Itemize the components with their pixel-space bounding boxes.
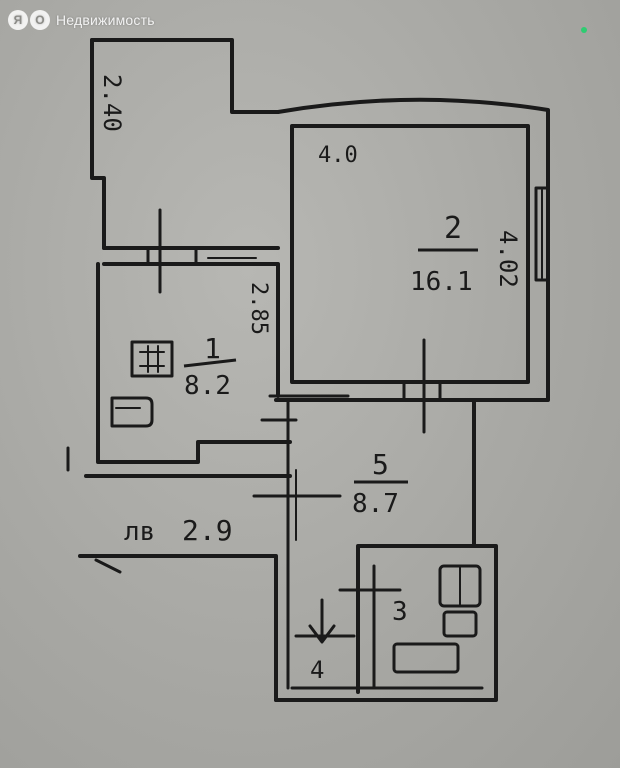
logo-letter-ya: Я — [8, 10, 28, 30]
dimension-kitchen: 2.85 — [246, 282, 271, 335]
watermark-logo: Я О — [8, 10, 50, 30]
room-3-number: 3 — [392, 597, 408, 627]
room-2-number: 2 — [444, 211, 462, 246]
balcony-area-label: 4.0 — [318, 143, 358, 168]
room-1-fraction-line — [183, 358, 237, 368]
watermark: Я О Недвижимость — [8, 8, 155, 32]
dimension-right: 4.02 — [494, 230, 522, 288]
dimension-top-left: 2.40 — [98, 74, 126, 132]
loggia-area: 2.9 — [182, 514, 233, 547]
room-5-area: 8.7 — [352, 489, 399, 519]
watermark-label: Недвижимость — [56, 12, 155, 28]
room-5-number: 5 — [372, 448, 389, 481]
plan-walls — [66, 38, 550, 702]
room-2-area: 16.1 — [410, 267, 473, 297]
status-dot — [581, 27, 587, 33]
logo-letter-o: О — [30, 10, 50, 30]
loggia-prefix: лв — [124, 517, 155, 547]
room-1-number: 1 — [204, 332, 221, 365]
room-4-number: 4 — [310, 656, 324, 684]
room-1-area: 8.2 — [184, 371, 231, 401]
